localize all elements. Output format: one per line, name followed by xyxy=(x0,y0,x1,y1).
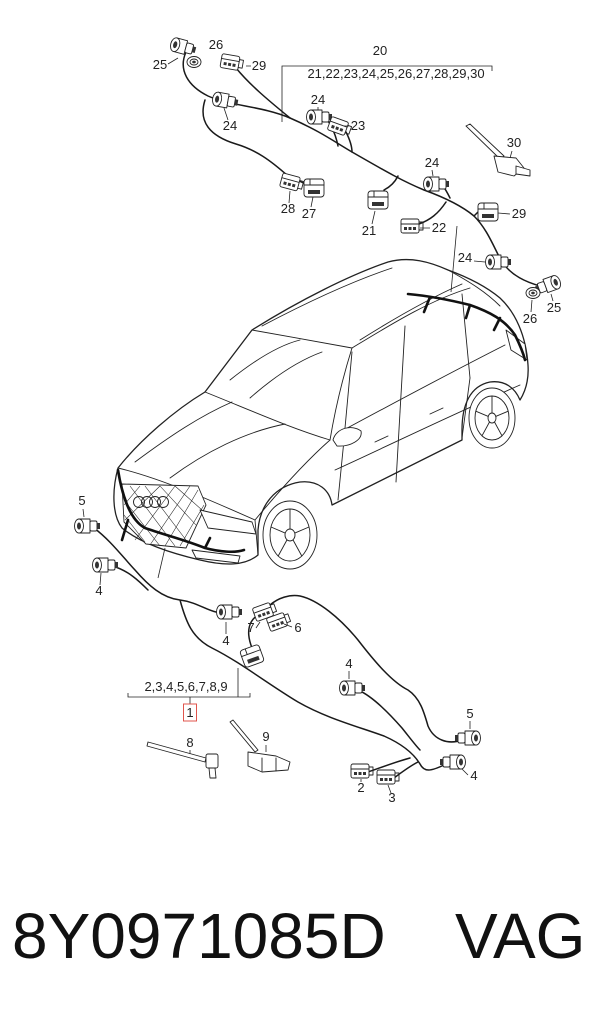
part-label-1: 1 xyxy=(186,705,193,720)
hood-right-edge xyxy=(254,439,331,521)
callout-label: 4 xyxy=(470,768,477,783)
brand-caption: VAG xyxy=(455,900,586,972)
connector-29-part xyxy=(477,202,499,222)
lower-harness-branches xyxy=(111,565,463,779)
rear-spoiler xyxy=(447,269,501,307)
sensor-24-c-part xyxy=(423,176,450,192)
car-illustration xyxy=(113,258,529,570)
callout-label: 2 xyxy=(357,780,364,795)
rear-bumper-harness xyxy=(406,292,527,362)
callout-label: 9 xyxy=(262,729,269,744)
sensor-4-left-part xyxy=(92,557,119,573)
car-grille xyxy=(121,483,207,549)
upper-to-car-leader xyxy=(450,225,458,293)
side-mirror xyxy=(332,427,362,447)
callout-label: 6 xyxy=(294,620,301,635)
callout-label: 24 xyxy=(223,118,237,133)
group-label-20: 20 xyxy=(373,43,387,58)
sensor-4-right-part xyxy=(439,754,466,770)
upper-harness-assembly: 20 21,22,23,24,25,26,27,28,29,30 26 25 2… xyxy=(153,36,563,326)
front-fender-line xyxy=(254,519,259,556)
cable-tie-8-part xyxy=(146,741,219,779)
callout-label: 3 xyxy=(388,790,395,805)
callout-label: 27 xyxy=(302,206,316,221)
sensor-4-middle-part xyxy=(216,604,243,620)
callout-label: 29 xyxy=(252,58,266,73)
upper-group-bracket xyxy=(281,65,493,122)
windshield-glare xyxy=(229,339,323,399)
callout-label: 29 xyxy=(512,206,526,221)
part-number-caption: 8Y0971085D xyxy=(12,900,386,972)
connector-27-part xyxy=(303,178,325,198)
a-pillar-right xyxy=(329,347,353,441)
callout-label: 30 xyxy=(507,135,521,150)
connector-22-part xyxy=(400,218,424,234)
sensor-5-right-part xyxy=(454,730,481,746)
beltline xyxy=(339,344,506,433)
callout-label: 4 xyxy=(345,656,352,671)
callout-label: 21 xyxy=(362,223,376,238)
grommet-26-part xyxy=(525,287,541,299)
lower-harness-assembly: 2,3,4,5,6,7,8,9 1 5 4 4 7 6 8 9 4 5 4 2 … xyxy=(74,493,481,805)
audi-rings-logo xyxy=(133,496,169,508)
sensor-5-left-part xyxy=(74,518,101,534)
hood-creases xyxy=(134,401,286,479)
grille-frame xyxy=(121,483,207,549)
callout-label: 22 xyxy=(432,220,446,235)
lower-group-bracket xyxy=(127,668,251,704)
grommet-upper-left-part xyxy=(186,56,202,68)
group-members-lower: 2,3,4,5,6,7,8,9 xyxy=(144,679,227,694)
callout-label: 4 xyxy=(95,583,102,598)
callout-label: 24 xyxy=(311,92,325,107)
car-front-wheel xyxy=(262,500,318,570)
connector-23-part xyxy=(326,115,354,138)
lower-callout-leaders xyxy=(82,508,471,794)
upper-harness-trunk xyxy=(182,51,541,287)
callout-label: 24 xyxy=(458,250,472,265)
callout-label: 8 xyxy=(186,735,193,750)
connector-upper-top-part xyxy=(219,53,245,72)
clip-9-part xyxy=(229,719,291,773)
grille-mesh xyxy=(123,485,205,547)
front-bumper-harness xyxy=(116,468,246,554)
connector-21-part xyxy=(367,190,389,210)
callout-label: 5 xyxy=(78,493,85,508)
group-members-upper: 21,22,23,24,25,26,27,28,29,30 xyxy=(307,66,484,81)
upper-callout-leaders xyxy=(167,57,554,313)
part-1-highlight-box xyxy=(183,703,197,722)
connector-28-part xyxy=(278,172,305,193)
connector-7-lower-part xyxy=(239,643,265,669)
sensor-4-center-part xyxy=(339,680,366,696)
side-window-frame xyxy=(344,293,471,429)
callout-label: 26 xyxy=(523,311,537,326)
car-to-lower-leader xyxy=(157,547,166,579)
callout-label: 5 xyxy=(466,706,473,721)
callout-label: 28 xyxy=(281,201,295,216)
callout-label: 4 xyxy=(222,633,229,648)
car-rear-wheel xyxy=(468,387,516,449)
sensor-24-d-part xyxy=(485,254,512,270)
windshield-base-line xyxy=(204,391,331,441)
parts-diagram: 20 21,22,23,24,25,26,27,28,29,30 26 25 2… xyxy=(74,36,563,805)
roof-rail xyxy=(261,267,463,341)
callout-label: 23 xyxy=(351,118,365,133)
sensor-24-a-part xyxy=(210,90,240,111)
callout-label: 24 xyxy=(425,155,439,170)
callout-label: 25 xyxy=(153,57,167,72)
door-handles xyxy=(374,407,444,443)
roof-front-edge xyxy=(251,329,353,349)
lower-harness-trunk xyxy=(93,527,447,771)
callout-label: 7 xyxy=(247,620,254,635)
sensor-25-upper-left-part xyxy=(168,36,198,58)
roof-right-edge xyxy=(351,287,471,349)
headlight xyxy=(199,509,257,535)
lower-air-intake xyxy=(191,549,241,564)
callout-label: 26 xyxy=(209,37,223,52)
callout-label: 25 xyxy=(547,300,561,315)
sensor-24-b-part xyxy=(306,109,333,125)
clip-30-part xyxy=(465,123,531,177)
